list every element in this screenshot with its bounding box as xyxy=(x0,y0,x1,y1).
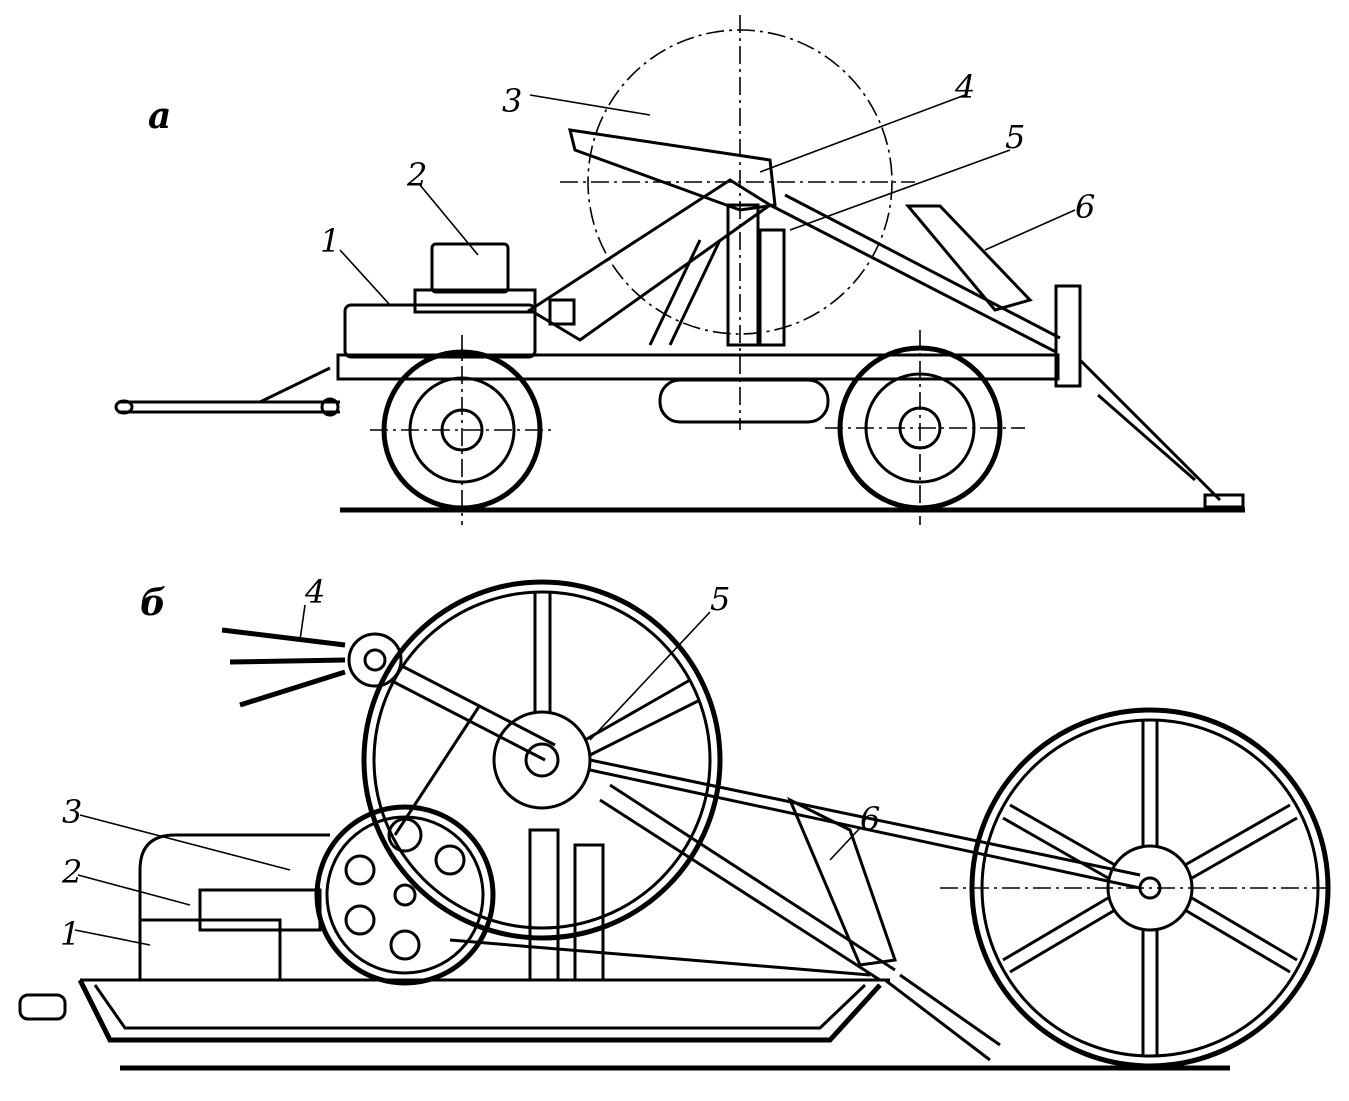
center-reel-b xyxy=(361,579,723,941)
drive-gear-b xyxy=(314,804,496,986)
panel-a-trailer: а xyxy=(114,15,1245,525)
panel-b-sled: б xyxy=(18,573,1335,1071)
callout-a-2: 2 xyxy=(406,156,427,194)
callout-b-4: 4 xyxy=(304,573,325,611)
frame-b xyxy=(449,783,896,982)
callout-a-1: 1 xyxy=(320,222,340,260)
right-reel-b xyxy=(940,707,1335,1069)
callout-a-6: 6 xyxy=(1075,188,1095,226)
lifting-arm-a xyxy=(527,128,777,346)
ramp-b xyxy=(787,796,1001,1062)
generator-box-a xyxy=(430,242,510,294)
sled-runners-b xyxy=(18,978,890,1043)
callouts-a xyxy=(339,94,1076,306)
callout-b-2: 2 xyxy=(61,853,82,891)
chassis-a xyxy=(336,284,1082,424)
callout-a-5: 5 xyxy=(1005,118,1025,156)
callout-a-4: 4 xyxy=(954,68,975,106)
callout-b-6: 6 xyxy=(860,800,880,838)
front-wheel-a xyxy=(370,335,555,525)
cable-b xyxy=(589,758,1141,890)
callout-b-1: 1 xyxy=(60,915,80,953)
lever-arms-b xyxy=(221,627,556,836)
callout-a-3: 3 xyxy=(502,82,522,120)
callout-b-3: 3 xyxy=(62,793,82,831)
rear-wheel-a xyxy=(825,330,1025,525)
panel-a-letter: а xyxy=(148,95,171,137)
drawbar-a xyxy=(114,366,340,417)
support-column-a xyxy=(726,203,760,347)
callout-b-5: 5 xyxy=(710,580,730,618)
rear-boom-a xyxy=(769,193,1245,509)
callouts-b xyxy=(74,604,861,946)
panel-b-letter: б xyxy=(140,582,166,624)
motor-b xyxy=(138,833,330,982)
